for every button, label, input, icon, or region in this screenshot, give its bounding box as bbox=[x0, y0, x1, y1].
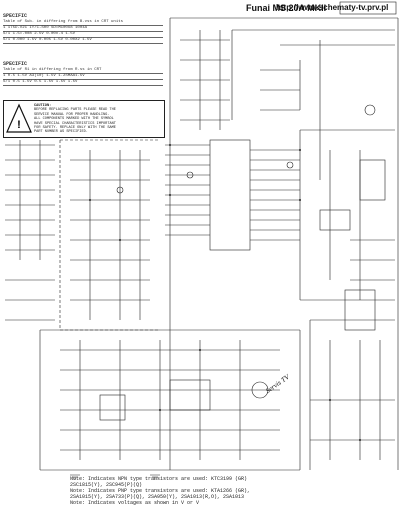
spec-table-1-heading: SPECIFIC bbox=[3, 13, 28, 19]
spec-table-1: SPECIFIC Table of Sub. in differing from… bbox=[3, 14, 163, 44]
caution-text: CAUTION: BEFORE REPLACING PARTS PLEASE R… bbox=[34, 104, 116, 135]
note-line: Note: Indicates NPN type transistors are… bbox=[70, 476, 248, 482]
spec-table-2-row: Table of R1 in differing from R.ss in CR… bbox=[3, 68, 163, 74]
spec-table-2: SPECIFIC Table of R1 in differing from R… bbox=[3, 62, 163, 86]
spec-table-2-row: 1 0.5 1.5V A3(10) 1.5V 1.2SMAA1.5V bbox=[3, 74, 163, 80]
spec-table-1-row: Table of Sub. in differing from B.vss in… bbox=[3, 20, 163, 26]
svg-text:!: ! bbox=[17, 119, 21, 131]
spec-table-1-row: S/1 1.5=.008 2.5V 0.00x.4 1.5V bbox=[3, 32, 163, 38]
spec-table-1-row: S/1 0.000 1.5V 0.005 1.5V 0.00X2 1.5V bbox=[3, 38, 163, 44]
source-url[interactable]: http://www.schematy-tv.prv.pl bbox=[276, 3, 389, 12]
note-line: 2SA1015(Y), 2SA733(P)(Q), 2SA950(Y), 2SA… bbox=[70, 494, 245, 500]
spec-table-2-row: S/1 0.5 1.5V 0.5 1.5V 1.5V 1.5V bbox=[3, 80, 163, 86]
note-line: Note: Indicates voltages as shown in V o… bbox=[70, 500, 200, 506]
schematic-title: Funai MS 20A MKII bbox=[246, 3, 327, 13]
note-line: Note: Indicates PNP type transistors are… bbox=[70, 488, 251, 494]
transistor-notes: Note: Indicates NPN type transistors are… bbox=[70, 476, 250, 506]
spec-table-1-row: 1 175D-V21 IY/C-S00 SD=M100X8 1004A bbox=[3, 26, 163, 32]
warning-triangle-icon: ! bbox=[6, 103, 32, 133]
spec-table-2-heading: SPECIFIC bbox=[3, 61, 28, 67]
note-line: 2SC1815(Y), 2SC945(P)(Q) bbox=[70, 482, 143, 488]
header: Funai MS 20A MKII http://www.schematy-tv… bbox=[0, 2, 400, 14]
caution-box: ! CAUTION: BEFORE REPLACING PARTS PLEASE… bbox=[3, 100, 165, 138]
